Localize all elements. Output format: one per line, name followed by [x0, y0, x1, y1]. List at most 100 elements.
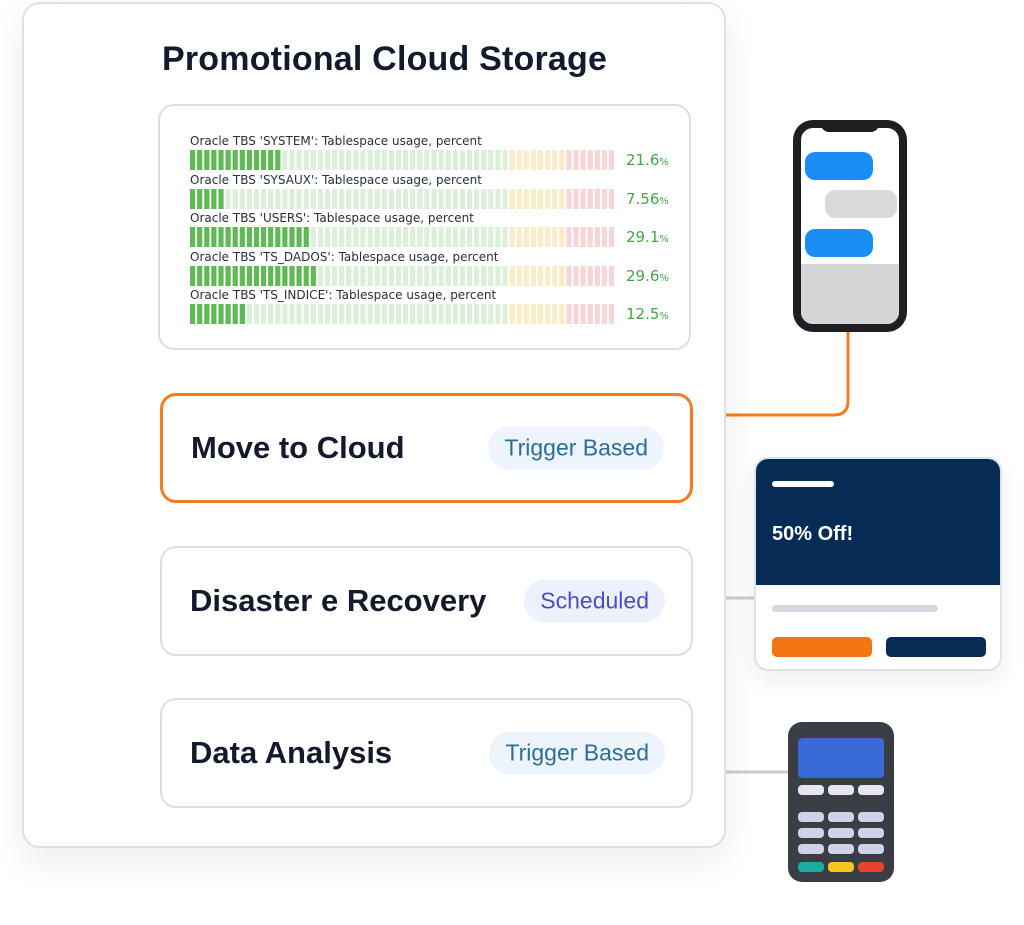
- promo-text: 50% Off!: [772, 523, 854, 545]
- usage-segment-empty: [587, 227, 593, 247]
- usage-segment-empty: [466, 150, 473, 170]
- usage-segment-empty: [367, 150, 373, 170]
- usage-segment-empty: [353, 150, 359, 170]
- usage-segment-filled: [303, 227, 309, 247]
- usage-segment-empty: [594, 304, 600, 324]
- usage-segment-empty: [474, 304, 480, 324]
- usage-segment-empty: [566, 265, 572, 286]
- workflow-disaster-recovery[interactable]: Disaster e Recovery Scheduled: [160, 546, 693, 656]
- usage-segment-empty: [459, 150, 465, 170]
- usage-segment-filled: [268, 150, 274, 170]
- usage-segment-empty: [289, 304, 295, 324]
- usage-segment-empty: [438, 265, 444, 286]
- usage-segment-empty: [530, 265, 536, 286]
- usage-segment-empty: [452, 227, 458, 247]
- usage-segment-empty: [395, 227, 402, 247]
- usage-segment-filled: [211, 150, 217, 170]
- usage-segment-empty: [253, 304, 260, 324]
- usage-segment-empty: [509, 150, 515, 170]
- usage-segment-empty: [296, 304, 302, 324]
- usage-segment-empty: [289, 150, 295, 170]
- usage-segment-empty: [282, 150, 288, 170]
- terminal-key: [798, 828, 824, 838]
- usage-segment-empty: [552, 304, 558, 324]
- usage-segment-filled: [232, 304, 238, 324]
- workflow-title: Disaster e Recovery: [190, 583, 487, 618]
- usage-segment-empty: [353, 188, 359, 209]
- usage-segment-empty: [587, 150, 593, 170]
- workflow-data-analysis[interactable]: Data Analysis Trigger Based: [160, 698, 693, 808]
- usage-segment-empty: [545, 188, 551, 209]
- usage-segment-empty: [516, 188, 522, 209]
- usage-segment-empty: [516, 265, 522, 286]
- usage-segment-empty: [559, 227, 565, 247]
- usage-segment-empty: [395, 150, 402, 170]
- usage-bar: [190, 188, 615, 209]
- usage-segment-empty: [466, 304, 473, 324]
- terminal-key: [798, 844, 824, 854]
- usage-segment-empty: [580, 265, 586, 286]
- usage-segment-empty: [246, 188, 252, 209]
- usage-segment-filled: [296, 227, 302, 247]
- usage-segment-filled: [218, 188, 224, 209]
- usage-segment-empty: [545, 265, 551, 286]
- phone-keyboard-area: [801, 264, 899, 324]
- metric-value: 29.6%: [626, 267, 669, 285]
- usage-segment-filled: [204, 227, 210, 247]
- usage-segment-empty: [275, 304, 281, 324]
- promo-card-icon: 50% Off!: [754, 457, 1002, 671]
- usage-segment-filled: [289, 265, 295, 286]
- usage-segment-empty: [403, 150, 409, 170]
- usage-segment-empty: [523, 265, 529, 286]
- usage-segment-filled: [261, 265, 267, 286]
- usage-segment-empty: [431, 227, 437, 247]
- usage-segment-empty: [594, 265, 600, 286]
- usage-segment-empty: [388, 265, 394, 286]
- usage-segment-empty: [303, 304, 309, 324]
- workflow-move-to-cloud[interactable]: Move to Cloud Trigger Based: [160, 393, 693, 503]
- usage-segment-empty: [410, 304, 416, 324]
- usage-segment-empty: [310, 188, 316, 209]
- usage-segment-filled: [204, 304, 210, 324]
- usage-segment-empty: [573, 150, 579, 170]
- usage-segment-empty: [388, 304, 394, 324]
- usage-segment-empty: [268, 188, 274, 209]
- usage-segment-empty: [381, 265, 387, 286]
- usage-segment-empty: [332, 150, 338, 170]
- usage-segment-empty: [424, 150, 430, 170]
- usage-bar: [190, 227, 615, 247]
- usage-segment-empty: [367, 304, 373, 324]
- promo-placeholder-line: [772, 605, 938, 612]
- usage-segment-empty: [559, 304, 565, 324]
- usage-segment-empty: [246, 304, 252, 324]
- terminal-key: [828, 828, 854, 838]
- phone-notch: [821, 120, 879, 132]
- chat-bubble-incoming: [805, 229, 873, 257]
- usage-segment-empty: [608, 188, 615, 209]
- metric-value-unit: %: [659, 311, 669, 322]
- usage-segment-empty: [445, 188, 451, 209]
- usage-segment-filled: [261, 150, 267, 170]
- usage-segment-filled: [204, 150, 210, 170]
- usage-segment-empty: [537, 150, 544, 170]
- usage-segment-empty: [445, 265, 451, 286]
- usage-segment-empty: [587, 304, 593, 324]
- usage-segment-empty: [388, 227, 394, 247]
- usage-segment-empty: [559, 150, 565, 170]
- usage-segment-empty: [403, 227, 409, 247]
- usage-segment-empty: [516, 227, 522, 247]
- metric-label: Oracle TBS 'SYSTEM': Tablespace usage, p…: [190, 134, 482, 148]
- payment-terminal-icon: [788, 722, 894, 882]
- usage-segment-empty: [502, 188, 508, 209]
- usage-segment-filled: [275, 227, 281, 247]
- usage-segment-empty: [324, 265, 331, 286]
- usage-segment-filled: [232, 227, 238, 247]
- usage-segment-empty: [452, 304, 458, 324]
- usage-segment-empty: [559, 188, 565, 209]
- phone-connector: [693, 332, 850, 417]
- usage-segment-empty: [573, 188, 579, 209]
- usage-bar: [190, 265, 615, 286]
- usage-segment-filled: [268, 265, 274, 286]
- usage-segment-filled: [253, 227, 260, 247]
- chat-bubble-incoming: [805, 152, 873, 180]
